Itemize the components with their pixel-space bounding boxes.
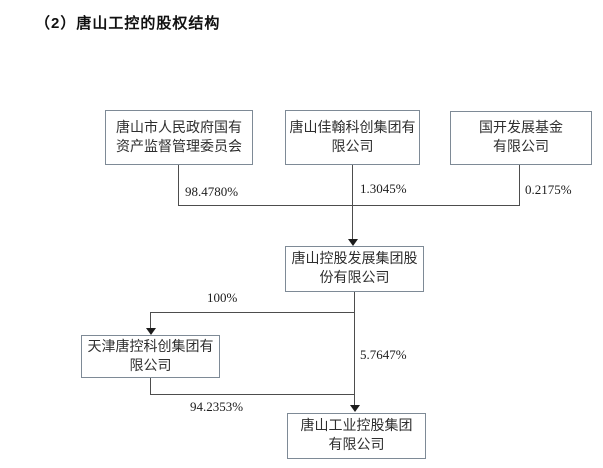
node-jiahan: 唐山佳翰科创集团有 限公司 bbox=[285, 110, 420, 165]
connector-cdb-drop bbox=[519, 165, 520, 205]
connector-into-tianjin bbox=[150, 312, 151, 328]
arrow-down-icon bbox=[350, 405, 360, 412]
page-title: （2）唐山工控的股权结构 bbox=[35, 15, 221, 32]
arrow-down-icon bbox=[348, 239, 358, 246]
node-holding: 唐山控股发展集团股 份有限公司 bbox=[285, 246, 424, 292]
node-industrial: 唐山工业控股集团 有限公司 bbox=[287, 413, 426, 459]
connector-holding-down bbox=[354, 292, 355, 405]
pct-label-tianjin: 100% bbox=[207, 290, 238, 305]
node-sasac-line2: 资产监督管理委员会 bbox=[116, 139, 242, 155]
arrow-down-icon bbox=[146, 328, 156, 335]
pct-label-cdb-fund: 0.2175% bbox=[525, 182, 572, 197]
pct-label-industrial-via-tianjin: 94.2353% bbox=[190, 399, 244, 414]
node-cdb-fund-line1: 国开发展基金 bbox=[479, 121, 563, 136]
node-jiahan-line1: 唐山佳翰科创集团有 bbox=[289, 120, 416, 136]
pct-label-industrial-direct: 5.7647% bbox=[360, 347, 407, 362]
connector-tianjin-to-industrial bbox=[150, 394, 355, 395]
node-jiahan-line2: 限公司 bbox=[331, 139, 374, 155]
connector-into-holding bbox=[352, 165, 353, 240]
connector-sasac-drop bbox=[178, 165, 179, 205]
pct-label-sasac: 98.4780% bbox=[185, 184, 239, 199]
node-sasac-line1: 唐山市人民政府国有 bbox=[116, 120, 242, 136]
node-cdb-fund-line2: 有限公司 bbox=[493, 140, 549, 155]
connector-tianjin-branch bbox=[150, 312, 355, 313]
node-tianjin: 天津唐控科创集团有 限公司 bbox=[81, 335, 220, 378]
node-holding-line2: 份有限公司 bbox=[319, 271, 390, 286]
node-industrial-line2: 有限公司 bbox=[328, 438, 385, 453]
pct-label-jiahan: 1.3045% bbox=[360, 181, 407, 196]
node-tianjin-line2: 限公司 bbox=[129, 358, 172, 374]
node-cdb-fund: 国开发展基金 有限公司 bbox=[450, 111, 592, 165]
node-sasac: 唐山市人民政府国有 资产监督管理委员会 bbox=[105, 110, 253, 165]
node-holding-line1: 唐山控股发展集团股 bbox=[291, 252, 418, 267]
node-tianjin-line1: 天津唐控科创集团有 bbox=[87, 339, 214, 355]
connector-tianjin-down bbox=[150, 378, 151, 395]
node-industrial-line1: 唐山工业控股集团 bbox=[300, 419, 413, 434]
connector-top-bus bbox=[178, 205, 520, 206]
